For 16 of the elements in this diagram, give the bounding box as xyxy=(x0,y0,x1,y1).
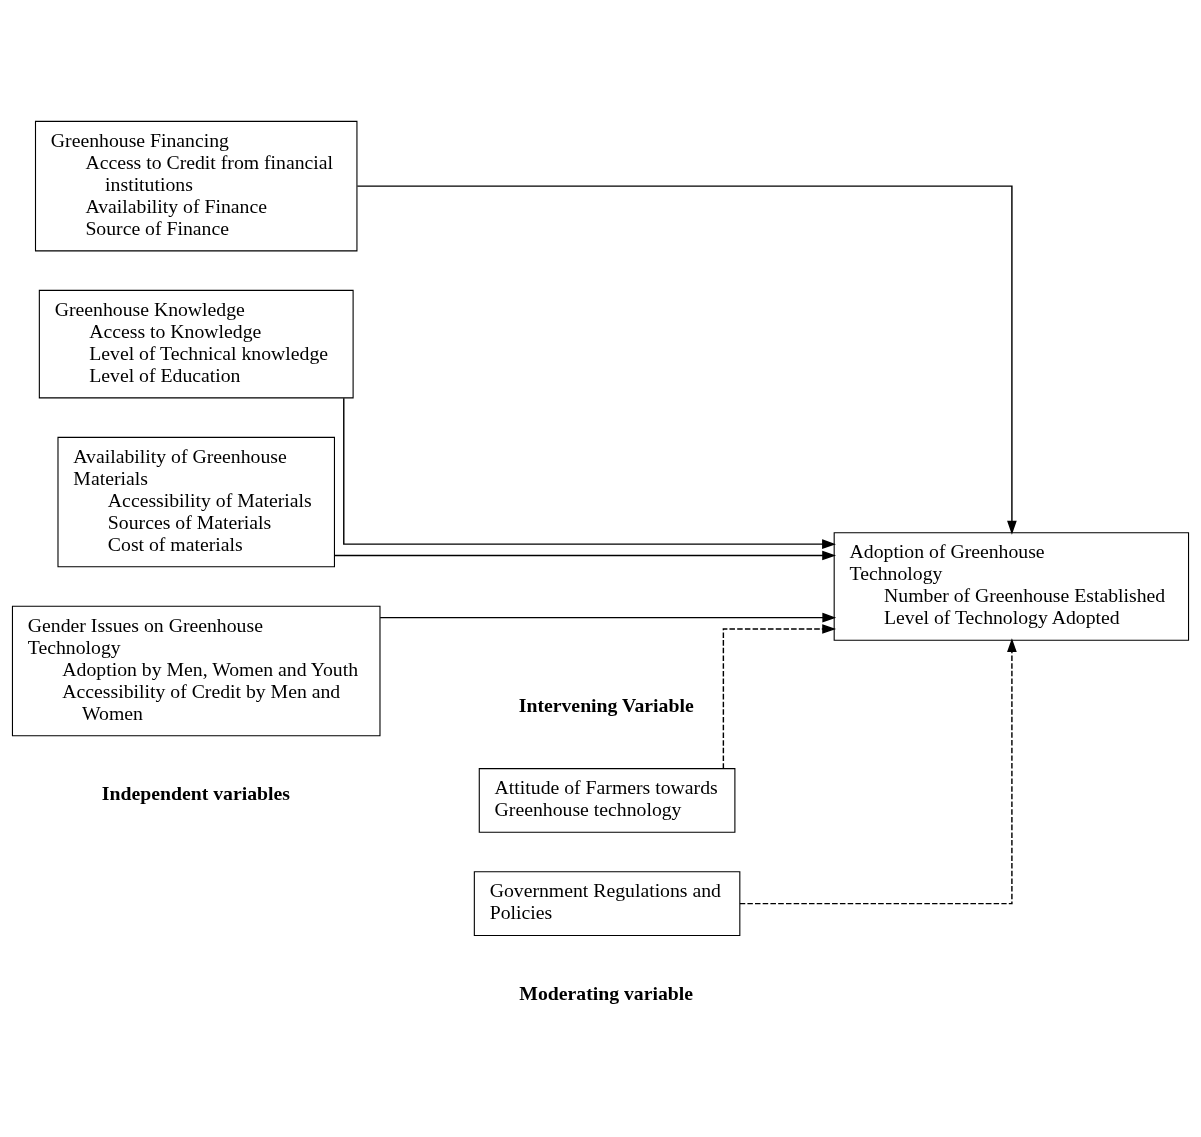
label: Independent variables xyxy=(101,781,290,804)
node-box: Government Regulations and Policies xyxy=(473,870,741,936)
arrow xyxy=(333,550,837,560)
node-box: Greenhouse Financing Access to Credit from financial institutions Availability of Finance Source of Finance xyxy=(34,120,358,251)
arrow xyxy=(379,612,837,622)
label: Intervening Variable xyxy=(518,693,694,716)
arrow xyxy=(739,637,1017,904)
node-box: Adoption of Greenhouse Technology Number of Greenhouse Established Level of Technology Adopted xyxy=(833,531,1190,641)
node-box: Availability of Greenhouse Materials Accessibility of Materials Sources of Materials Cost of materials xyxy=(57,436,335,567)
arrow xyxy=(356,184,1017,535)
arrow xyxy=(722,623,837,769)
node-box: Greenhouse Knowledge Access to Knowledge Level of Technical knowledge Level of Education xyxy=(38,289,354,398)
node-box: Attitude of Farmers towards Greenhouse technology xyxy=(478,767,736,833)
label: Moderating variable xyxy=(519,981,694,1003)
node-box: Gender Issues on Greenhouse Technology Adoption by Men, Women and Youth Accessibility of Credit by Men and Women xyxy=(11,605,381,736)
arrow xyxy=(343,397,836,549)
